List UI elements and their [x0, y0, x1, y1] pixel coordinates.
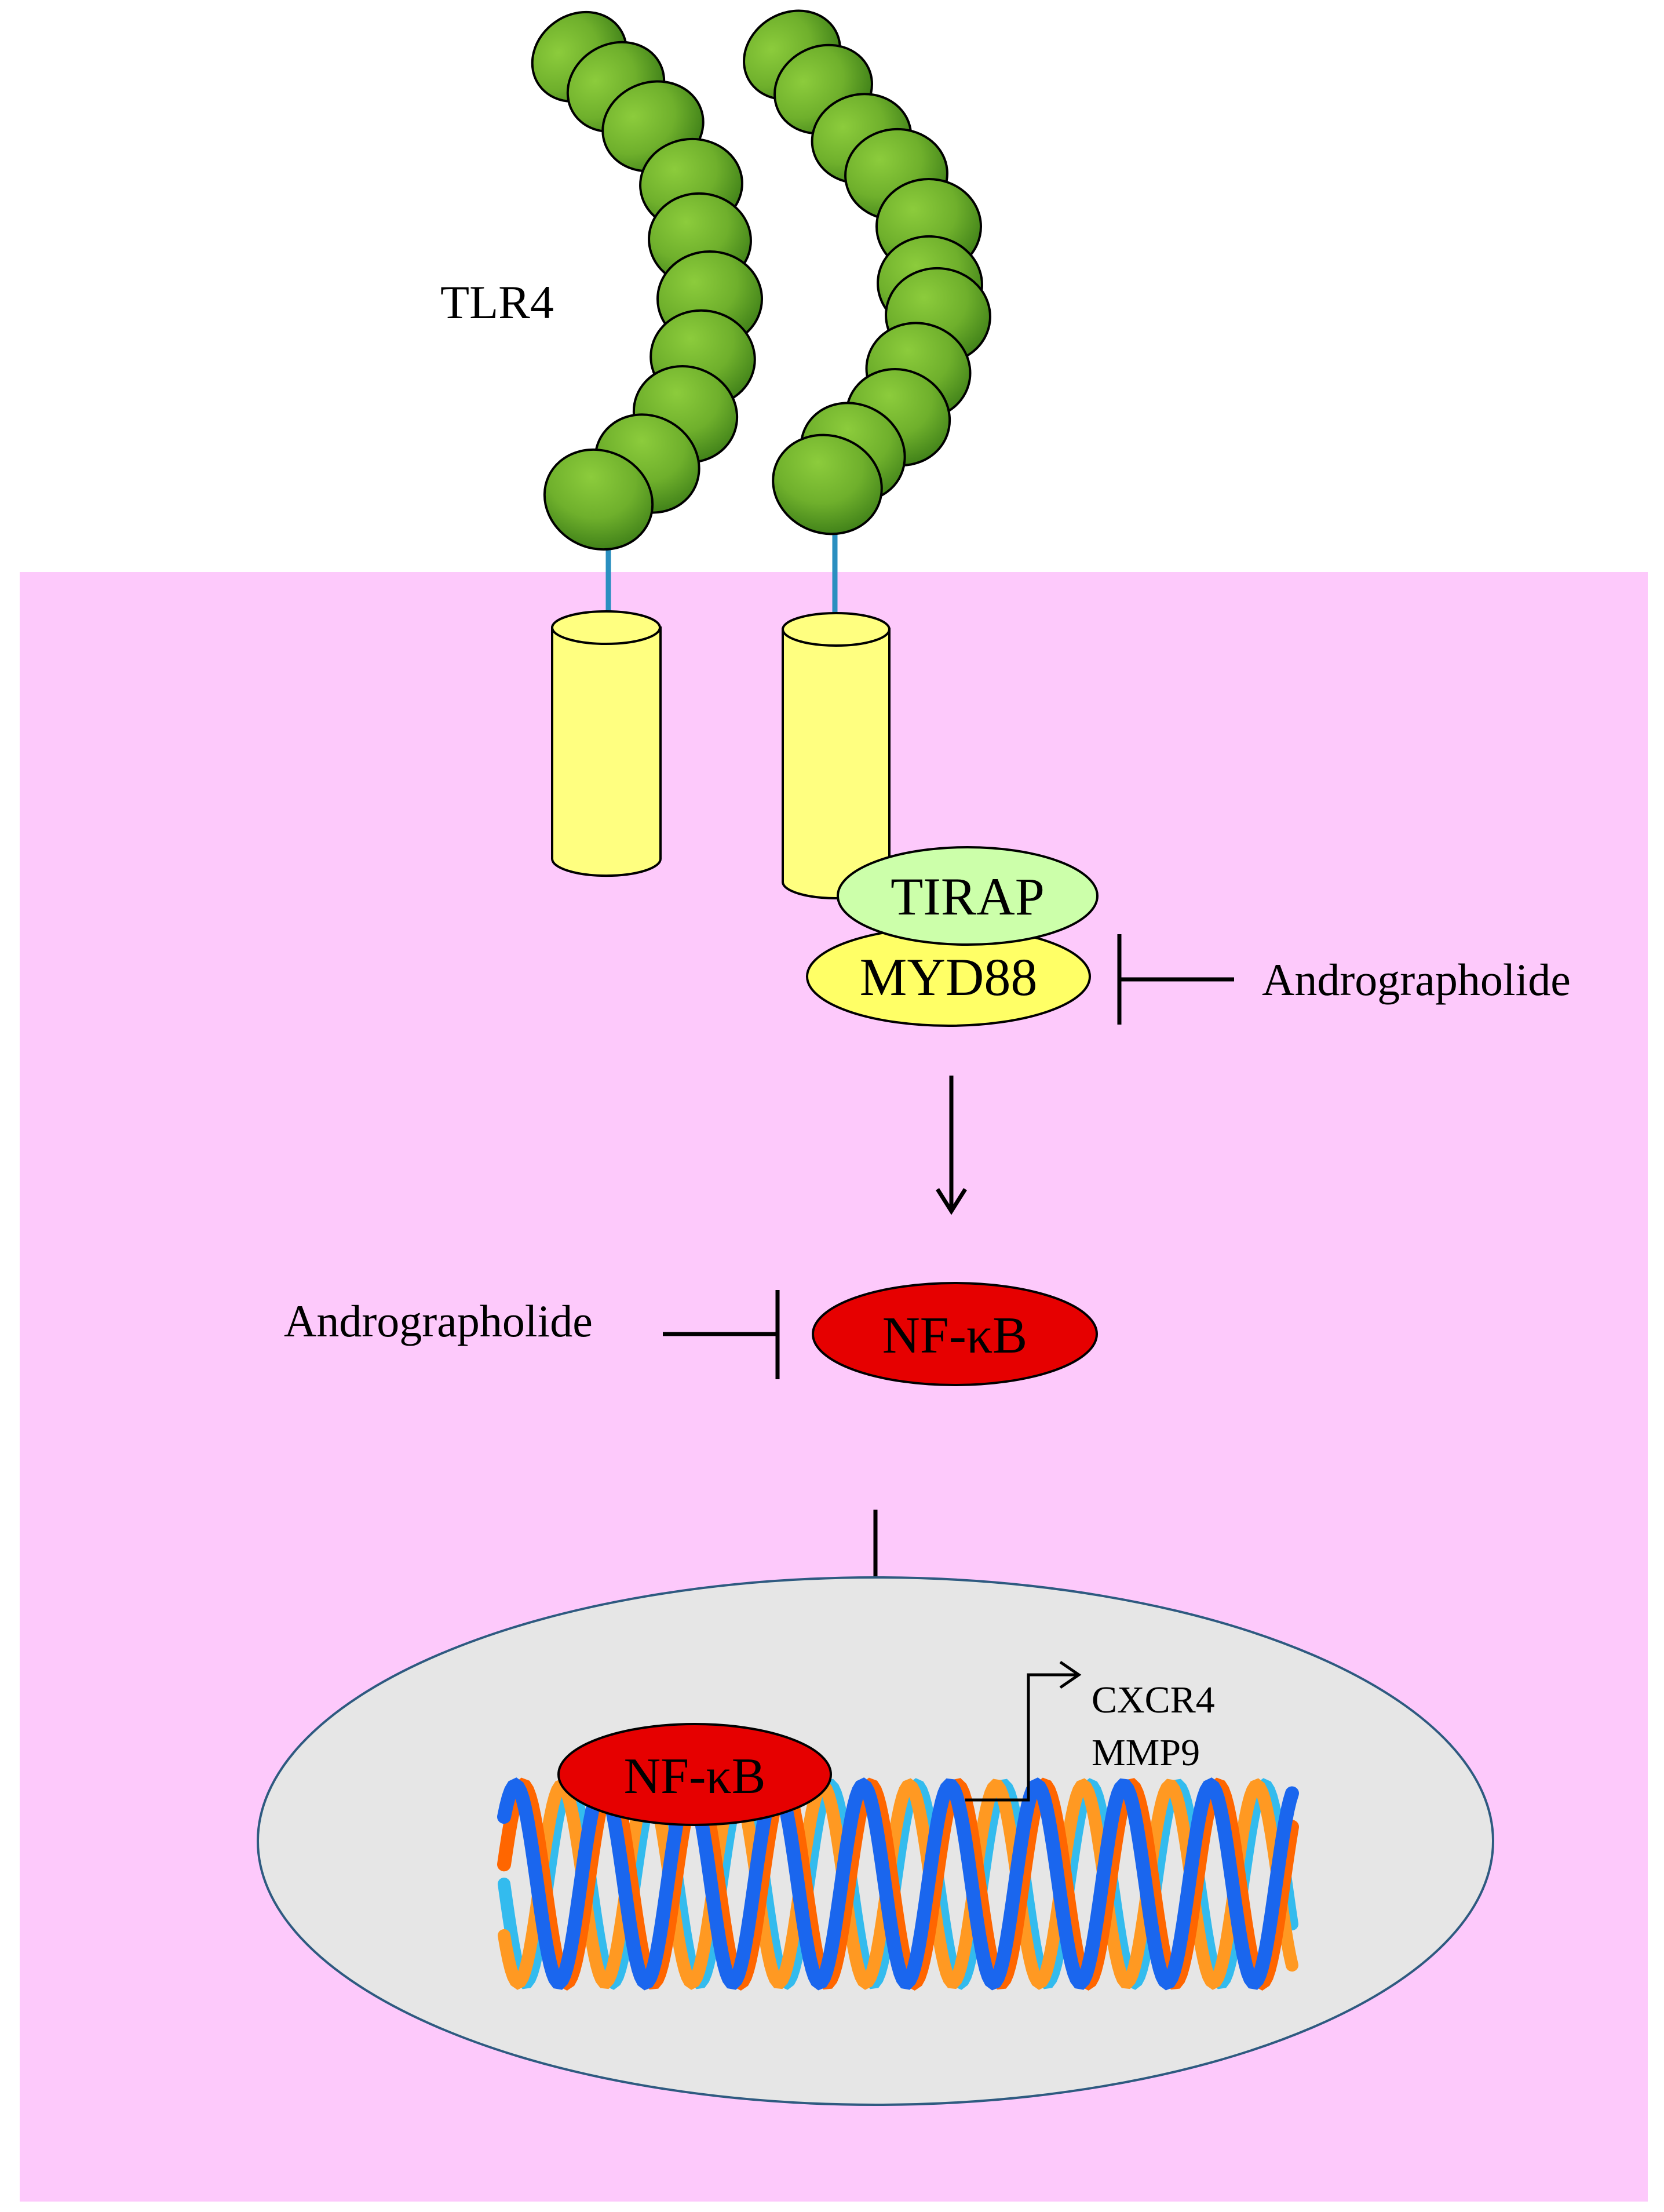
nfkb-nuclear-node: [557, 1723, 832, 1826]
receptor-1-bead: [543, 448, 654, 551]
dna-double-helix: [497, 1777, 1299, 1991]
transmembrane-domain-2: [782, 612, 891, 899]
transmembrane-domain-1: [551, 610, 662, 877]
target-gene-1-label: CXCR4: [1092, 1679, 1215, 1721]
receptor-label: TLR4: [440, 276, 554, 329]
receptor-2-bead: [772, 433, 883, 535]
inhibition-arrow-1: [1117, 934, 1234, 1025]
inhibition-arrow-2: [663, 1290, 780, 1379]
nfkb-nuclear-label: NF-κB: [624, 1748, 766, 1805]
myd88-label: MYD88: [860, 948, 1038, 1007]
target-gene-2-label: MMP9: [1092, 1732, 1200, 1774]
dna-strand-orange-dark: [497, 1777, 1299, 1991]
nfkb-cytoplasmic-node: [812, 1282, 1098, 1386]
tirap-label: TIRAP: [891, 867, 1045, 926]
transcription-arrow: [965, 1660, 1082, 1802]
tirap-node: [837, 846, 1099, 946]
nfkb-cytoplasmic-label: NF-κB: [882, 1307, 1027, 1364]
inhibitor-1-label: Andrographolide: [1262, 954, 1571, 1005]
inhibitor-2-label: Andrographolide: [284, 1296, 593, 1346]
tlr4-ectodomain-2: [743, 9, 991, 535]
tlr4-ectodomain-1: [531, 10, 763, 551]
dna-strand-orange-light: [498, 1778, 1298, 1990]
dna-strand-blue-dark: [497, 1777, 1299, 1991]
activation-arrow-1: [936, 1076, 967, 1215]
